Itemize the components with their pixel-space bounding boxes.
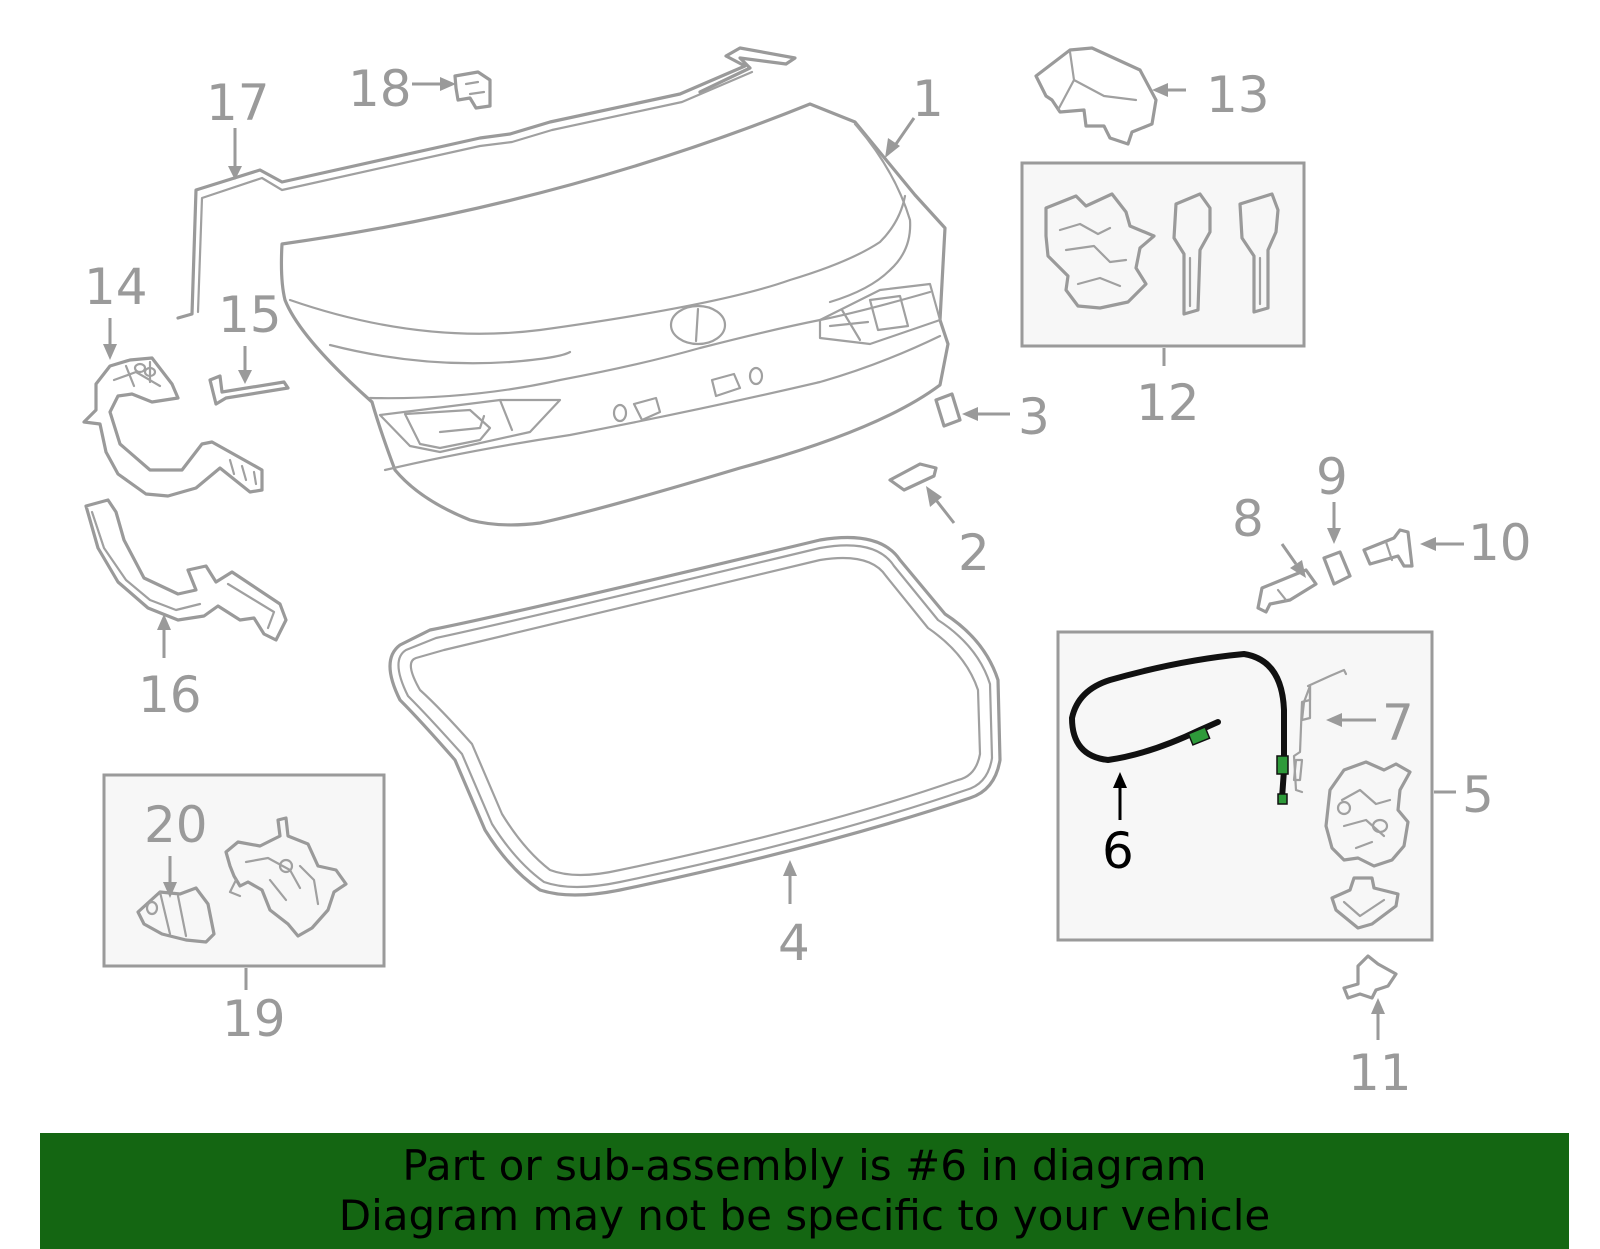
- part-1-trunk-lid: [279, 102, 950, 527]
- part-5-lock-assembly: [1324, 760, 1412, 930]
- callout-9: 9: [1316, 448, 1348, 506]
- callout-16: 16: [138, 666, 202, 724]
- callout-7: 7: [1382, 694, 1414, 752]
- part-7-rod: [1292, 668, 1348, 794]
- callout-11: 11: [1348, 1044, 1412, 1102]
- callout-2: 2: [958, 524, 990, 582]
- callout-17: 17: [206, 74, 270, 132]
- callout-19: 19: [222, 990, 286, 1048]
- part-6-release-cable: [1068, 650, 1289, 805]
- part-18-clip: [453, 70, 492, 110]
- part-15-pin: [208, 374, 290, 406]
- callout-3: 3: [1018, 388, 1050, 446]
- banner-line-2: Diagram may not be specific to your vehi…: [338, 1191, 1271, 1240]
- callout-10: 10: [1468, 514, 1532, 572]
- callout-20: 20: [144, 796, 208, 854]
- part-2-pad: [888, 462, 938, 492]
- part-12-lock-cylinder-keys: [1044, 192, 1280, 316]
- callout-8: 8: [1232, 490, 1264, 548]
- part-13-bracket: [1034, 46, 1158, 146]
- part-19-latch-assembly: [136, 816, 348, 944]
- part-14-hinge: [82, 356, 264, 498]
- callout-1: 1: [912, 70, 944, 128]
- part-9-clip: [1322, 550, 1352, 586]
- part-10-bracket: [1362, 528, 1414, 568]
- part-8-switch: [1256, 568, 1318, 614]
- part-17-torsion-rod: [176, 46, 797, 320]
- leader-lines: [103, 77, 1464, 1040]
- callout-5: 5: [1462, 766, 1494, 824]
- callout-12: 12: [1136, 374, 1200, 432]
- callout-13: 13: [1206, 66, 1270, 124]
- callout-4: 4: [778, 914, 810, 972]
- part-3-bumper: [934, 392, 962, 428]
- callout-18: 18: [348, 60, 412, 118]
- part-11-bracket: [1342, 954, 1398, 1000]
- banner-line-1: Part or sub-assembly is #6 in diagram: [402, 1141, 1207, 1190]
- callout-15: 15: [218, 286, 282, 344]
- part-4-weatherstrip: [388, 535, 1002, 897]
- subassembly-box-12: [1020, 161, 1306, 348]
- info-banner: Part or sub-assembly is #6 in diagram Di…: [40, 1133, 1569, 1249]
- part-16-hinge: [84, 498, 288, 642]
- callout-14: 14: [84, 258, 148, 316]
- callout-6: 6: [1102, 822, 1134, 880]
